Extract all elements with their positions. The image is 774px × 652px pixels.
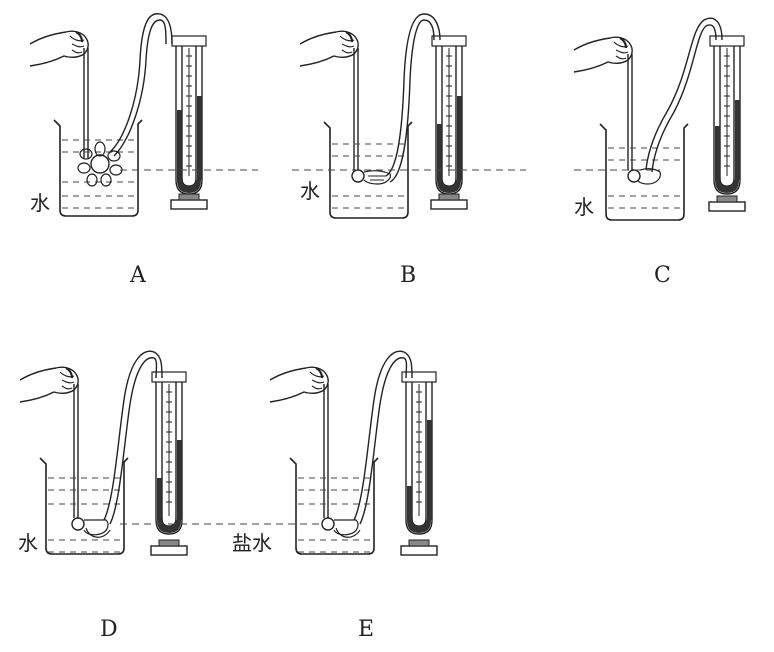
manometer-e: [400, 371, 438, 556]
panel-caption-c: C: [654, 263, 671, 288]
panel-c: 水 C: [572, 17, 746, 288]
panel-e: 盐水 E: [232, 350, 438, 642]
manometer-a: [170, 35, 208, 210]
probe-head-b: [351, 169, 391, 185]
probe-head: [77, 141, 123, 187]
liquid-label-e: 盐水: [232, 531, 272, 555]
panel-caption-d: D: [100, 617, 118, 642]
liquid-label-b: 水: [300, 179, 320, 203]
panel-caption-b: B: [400, 263, 416, 288]
panel-d: 水 D: [18, 350, 320, 642]
probe-head-c: [627, 168, 661, 185]
panel-b: 水 B: [292, 13, 526, 288]
panel-caption-e: E: [358, 617, 374, 642]
liquid-label-a: 水: [30, 191, 50, 215]
liquid-label-c: 水: [574, 195, 594, 219]
probe-head-d: [71, 517, 111, 538]
panel-caption-a: A: [129, 263, 147, 288]
manometer-d: [150, 371, 188, 556]
manometer-b: [430, 35, 468, 210]
liquid-label-d: 水: [18, 531, 38, 555]
manometer-c: [708, 35, 746, 212]
panel-a: 水 A: [28, 13, 258, 288]
probe-head-e: [321, 517, 361, 538]
